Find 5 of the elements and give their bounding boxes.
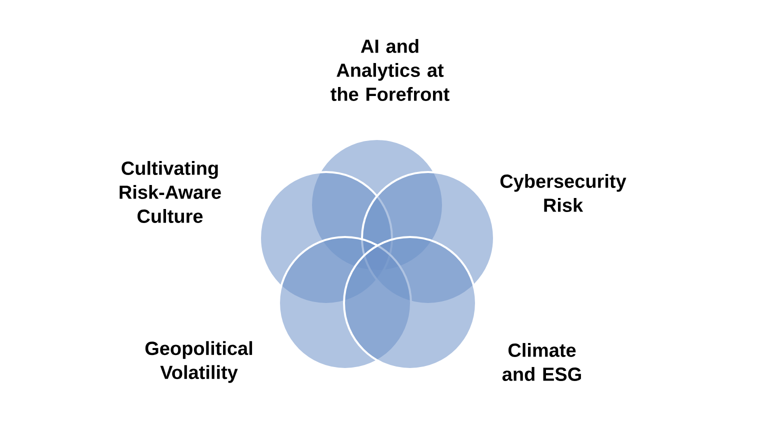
circle-label: Cybersecurity Risk: [500, 174, 626, 212]
circle-label: Climate and ESG: [502, 343, 581, 381]
circle-label: AI and Analytics at the Forefront: [330, 39, 450, 101]
circle-label: Cultivating Risk-Aware Culture: [120, 161, 221, 223]
circle-label: Geopolitical Volatility: [145, 341, 252, 383]
